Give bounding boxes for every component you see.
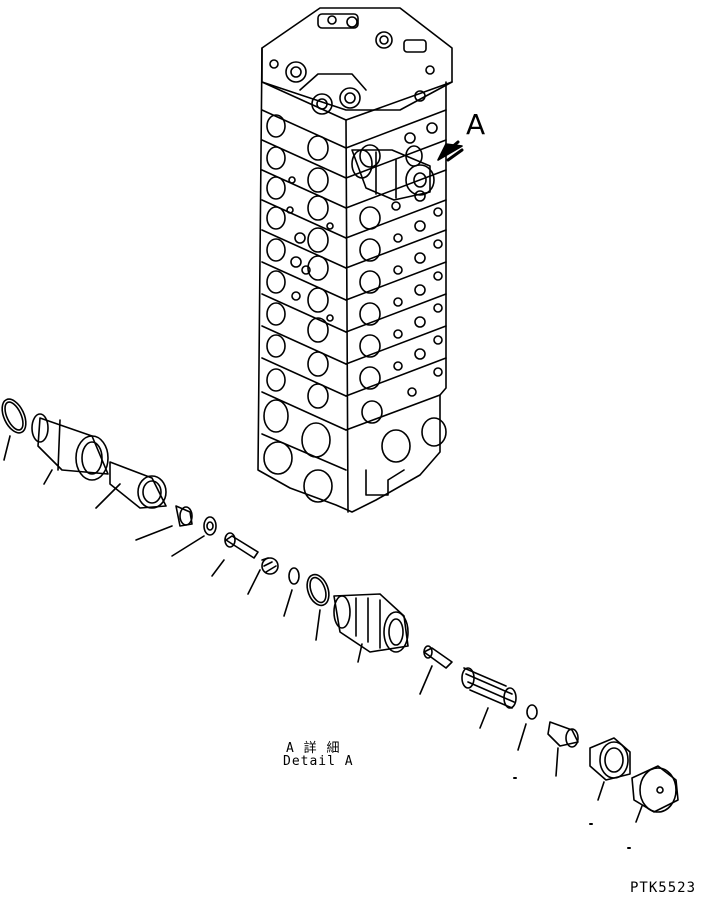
part-poppet [420, 646, 452, 694]
part-end-cap [632, 766, 678, 822]
part-o-ring-2 [303, 572, 333, 640]
part-sleeve [96, 462, 166, 508]
part-nut [172, 517, 216, 556]
part-small-sleeve [136, 506, 192, 540]
part-o-ring-1 [0, 395, 31, 460]
part-bolt [212, 533, 258, 576]
callout-letter-a: A [466, 108, 486, 141]
part-valve-body [334, 594, 408, 662]
part-ball [518, 705, 537, 750]
part-cap [590, 738, 630, 800]
spool-a [352, 146, 434, 200]
detail-caption-jp: A 詳 細 [286, 741, 341, 756]
part-cap-sleeve [32, 414, 108, 484]
part-small-spring [248, 558, 278, 594]
drawing-code: PTK5523 [630, 880, 697, 896]
part-plug [548, 722, 578, 776]
detail-caption-en: Detail A [283, 754, 354, 769]
detail-arrow-icon [438, 142, 462, 160]
control-valve-block [258, 8, 452, 512]
part-spring [462, 668, 516, 728]
part-washer [284, 568, 299, 616]
